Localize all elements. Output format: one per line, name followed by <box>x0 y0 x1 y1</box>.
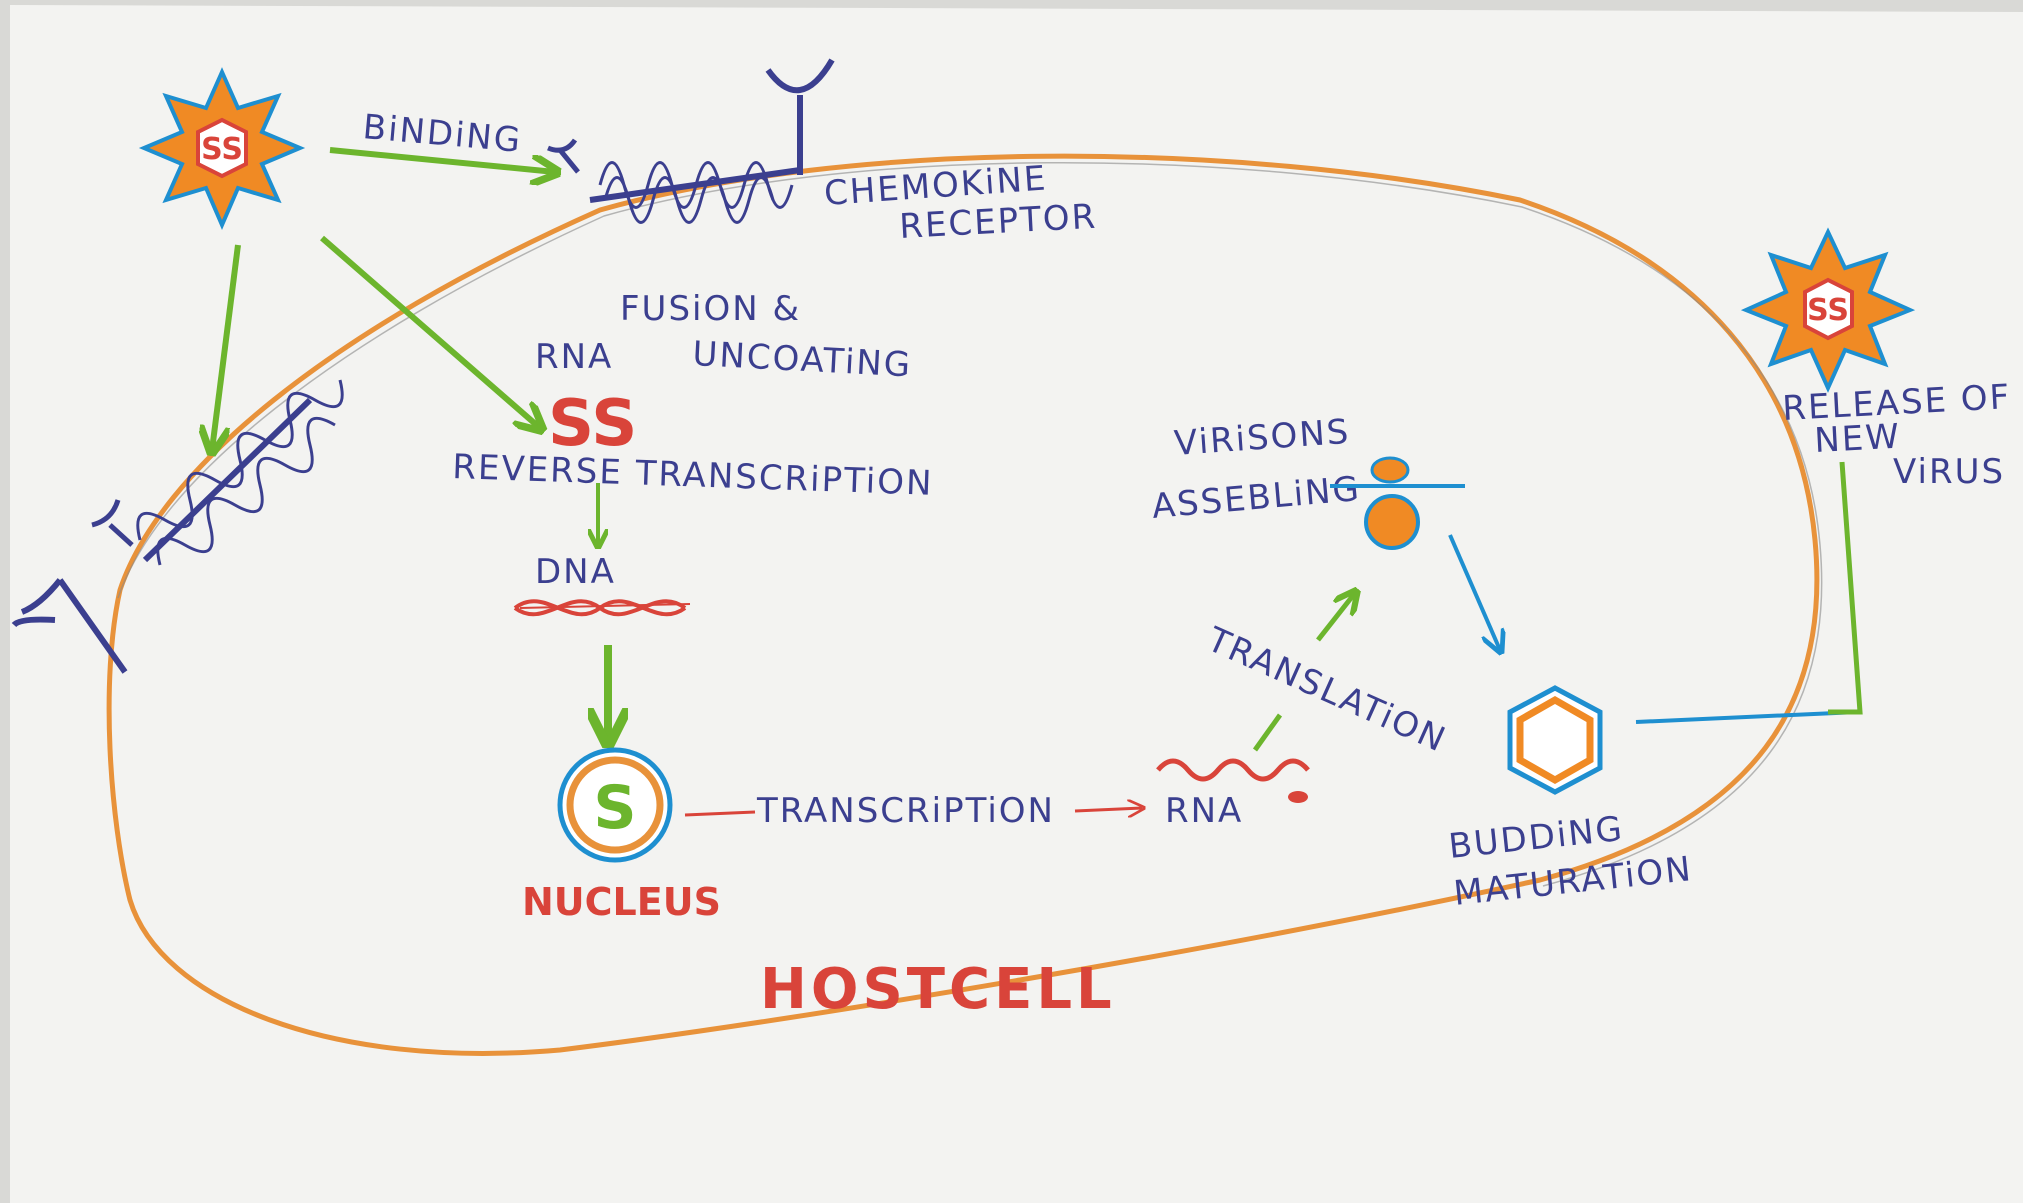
transcription-arrow-left <box>684 810 756 817</box>
assembling-virion-icon <box>1330 456 1465 550</box>
release-label-line2: NEW <box>1813 417 1902 461</box>
translation-stem <box>1252 713 1283 752</box>
release-label-line3: ViRUS <box>1893 452 2005 492</box>
mrna-strand-icon <box>1156 758 1310 782</box>
rna-label: RNA <box>535 337 613 377</box>
transcription-arrow-right <box>1074 808 1142 811</box>
mrna-label: RNA <box>1165 791 1243 831</box>
dna-helix-icon <box>513 599 691 617</box>
translation-arrow <box>1316 593 1355 642</box>
released-virus-genome-label: SS <box>1807 293 1849 328</box>
binding-arrow <box>329 147 555 172</box>
host-cell-membrane <box>106 153 1820 1056</box>
viral-rna-strand-label: SS <box>548 387 637 461</box>
release-path <box>1635 710 1859 724</box>
release-path-green <box>1828 461 1863 715</box>
nucleus-symbol: S <box>593 773 636 843</box>
transcription-label: TRANSCRiPTiON <box>756 791 1055 831</box>
attach-arrow-left <box>212 244 241 450</box>
incoming-virus-icon: SS <box>138 67 306 231</box>
host-cell-pencil-outline <box>117 161 1823 887</box>
chemokine-receptor-top-icon <box>547 58 835 224</box>
fusion-arrow <box>320 235 540 428</box>
budding-virion-inner <box>1516 695 1594 785</box>
ribosome-icon <box>1288 791 1308 803</box>
chemokine-receptor-left-icon <box>11 379 344 674</box>
paper-sheet <box>10 5 2023 1203</box>
nucleus-icon: S <box>557 747 673 863</box>
fusion-label: FUSiON & <box>620 289 801 329</box>
nucleus-label: NUCLEUS <box>522 880 721 924</box>
dna-label: DNA <box>535 552 616 592</box>
released-virus-icon: SS <box>1740 227 1916 393</box>
incoming-virus-genome-label: SS <box>201 132 243 167</box>
assembly-to-budding-arrow <box>1448 534 1500 650</box>
hostcell-label: HOSTCELL <box>760 957 1116 1022</box>
